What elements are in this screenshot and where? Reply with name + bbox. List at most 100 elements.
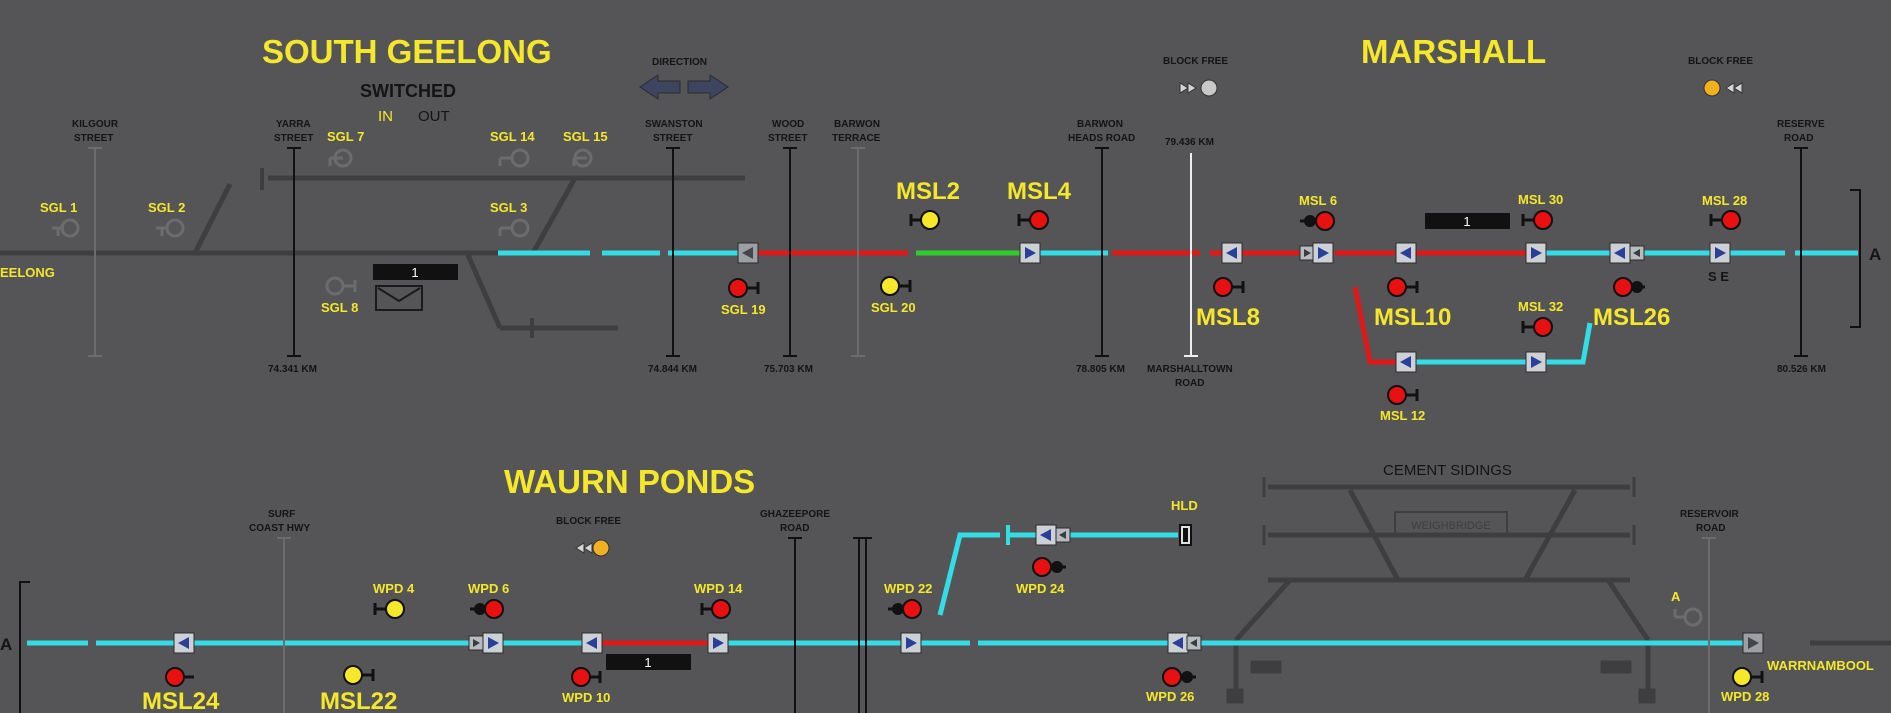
svg-text:SWANSTON: SWANSTON bbox=[645, 119, 703, 130]
signal-sgl8[interactable] bbox=[325, 276, 357, 296]
signal-label-sgl20: SGL 20 bbox=[871, 300, 916, 315]
signal-sgl2[interactable] bbox=[156, 218, 185, 238]
signal-msl22[interactable] bbox=[343, 665, 375, 685]
route-arrow-msl26[interactable] bbox=[1609, 242, 1631, 264]
svg-text:YARRA: YARRA bbox=[276, 119, 311, 130]
signal-label-wpd26: WPD 26 bbox=[1146, 689, 1194, 704]
signal-msl6[interactable] bbox=[1300, 211, 1335, 231]
route-small-wpd24[interactable] bbox=[1055, 527, 1071, 543]
route-arrow-wpd24[interactable] bbox=[1035, 524, 1057, 546]
route-arrow-wpd22[interactable] bbox=[900, 632, 922, 654]
route-arrow-msl30[interactable] bbox=[1525, 242, 1547, 264]
route-arrow-wpd26[interactable] bbox=[1167, 632, 1189, 654]
svg-text:ROAD: ROAD bbox=[1696, 523, 1725, 534]
se-label: S E bbox=[1708, 269, 1729, 284]
signal-sgl14[interactable] bbox=[498, 148, 530, 168]
svg-text:TERRACE: TERRACE bbox=[832, 133, 881, 144]
top-cyan-track bbox=[498, 250, 1858, 365]
signal-wpd10[interactable] bbox=[571, 667, 602, 687]
route-arrow-msl28[interactable] bbox=[1709, 242, 1731, 264]
route-small-msl6[interactable] bbox=[1299, 245, 1315, 261]
signal-wpd14[interactable] bbox=[700, 599, 731, 619]
signal-msl4[interactable] bbox=[1017, 210, 1049, 230]
route-arrow-msl24[interactable] bbox=[173, 632, 195, 654]
count-box-1: 1 bbox=[373, 264, 458, 280]
signal-msl26[interactable] bbox=[1613, 277, 1645, 297]
route-arrow-wpd14[interactable] bbox=[707, 632, 729, 654]
switched-out-button[interactable]: OUT bbox=[418, 108, 450, 125]
signal-label-msl22: MSL22 bbox=[320, 688, 397, 713]
svg-text:STREET: STREET bbox=[768, 133, 807, 144]
route-small-msl26[interactable] bbox=[1629, 245, 1645, 261]
road-label-barwon-terrace: BARWON TERRACE bbox=[832, 119, 881, 144]
svg-text:SURF: SURF bbox=[268, 509, 295, 520]
envelope-icon[interactable] bbox=[375, 285, 423, 311]
signal-msl12[interactable] bbox=[1387, 385, 1419, 405]
direction-right-arrow-icon[interactable] bbox=[687, 74, 729, 100]
route-small-wpd26[interactable] bbox=[1186, 635, 1202, 651]
route-arrow-loop-right[interactable] bbox=[1525, 351, 1547, 373]
weighbridge: WEIGHBRIDGE bbox=[1394, 511, 1508, 537]
svg-text:STREET: STREET bbox=[74, 133, 113, 144]
signal-a-small[interactable] bbox=[1673, 607, 1703, 627]
signal-msl8[interactable] bbox=[1213, 277, 1245, 297]
direction-left-arrow-icon[interactable] bbox=[639, 74, 681, 100]
signal-msl24[interactable] bbox=[165, 667, 194, 687]
route-arrow-wpd10[interactable] bbox=[581, 632, 603, 654]
signal-wpd24[interactable] bbox=[1032, 557, 1066, 577]
route-arrow-msl10[interactable] bbox=[1395, 242, 1417, 264]
signal-wpd4[interactable] bbox=[373, 599, 405, 619]
signal-msl2[interactable] bbox=[909, 210, 940, 230]
signal-label-wpd22: WPD 22 bbox=[884, 581, 932, 596]
end-bracket-top bbox=[1850, 189, 1861, 328]
place-label-warrnambool: WARRNAMBOOL bbox=[1767, 658, 1874, 673]
block-free-indicator-3[interactable] bbox=[575, 539, 610, 557]
route-arrow-msl8[interactable] bbox=[1221, 242, 1243, 264]
signal-label-msl24: MSL24 bbox=[142, 688, 220, 713]
switched-in-button[interactable]: IN bbox=[378, 108, 393, 125]
route-arrow-msl4[interactable] bbox=[1019, 242, 1041, 264]
signal-wpd6[interactable] bbox=[470, 599, 504, 619]
signal-label-sgl14: SGL 14 bbox=[490, 129, 535, 144]
signal-sgl3[interactable] bbox=[498, 218, 530, 238]
signal-sgl20[interactable] bbox=[880, 276, 912, 296]
signal-label-sgl7: SGL 7 bbox=[327, 129, 364, 144]
signal-label-msl28: MSL 28 bbox=[1702, 193, 1747, 208]
svg-text:BARWON: BARWON bbox=[834, 119, 880, 130]
signal-sgl7[interactable] bbox=[328, 148, 353, 168]
hld-indicator[interactable] bbox=[1179, 524, 1192, 546]
count-box-2: 1 bbox=[1425, 213, 1510, 229]
signal-msl30[interactable] bbox=[1521, 210, 1553, 230]
signal-label-msl4: MSL4 bbox=[1007, 178, 1072, 205]
route-small-wpd6[interactable] bbox=[468, 635, 484, 651]
top-track-stops bbox=[260, 168, 534, 338]
route-arrow-swanston[interactable] bbox=[737, 242, 759, 264]
signal-label-msl30: MSL 30 bbox=[1518, 192, 1563, 207]
signal-label-wpd10: WPD 10 bbox=[562, 690, 610, 705]
route-arrow-wpd6[interactable] bbox=[482, 632, 504, 654]
signal-sgl15[interactable] bbox=[572, 148, 593, 168]
signal-label-msl26: MSL26 bbox=[1593, 304, 1670, 331]
route-arrow-wpd28[interactable] bbox=[1742, 632, 1764, 654]
block-free-indicator-2[interactable] bbox=[1703, 79, 1743, 97]
signal-msl28[interactable] bbox=[1709, 210, 1741, 230]
signal-msl32[interactable] bbox=[1521, 317, 1553, 337]
block-free-indicator-1[interactable] bbox=[1179, 79, 1218, 97]
signal-label-sgl1: SGL 1 bbox=[40, 200, 77, 215]
signal-label-msl6: MSL 6 bbox=[1299, 193, 1337, 208]
signal-wpd26[interactable] bbox=[1162, 667, 1196, 687]
block-free-label-3: BLOCK FREE bbox=[556, 516, 621, 527]
signal-sgl19[interactable] bbox=[728, 278, 760, 298]
route-arrow-msl6[interactable] bbox=[1312, 242, 1334, 264]
signal-wpd22[interactable] bbox=[888, 599, 922, 619]
route-arrow-loop-left[interactable] bbox=[1395, 351, 1417, 373]
signal-msl10[interactable] bbox=[1387, 277, 1419, 297]
svg-text:HEADS ROAD: HEADS ROAD bbox=[1068, 133, 1135, 144]
signal-sgl1[interactable] bbox=[52, 218, 80, 238]
signal-wpd28[interactable] bbox=[1732, 667, 1764, 687]
